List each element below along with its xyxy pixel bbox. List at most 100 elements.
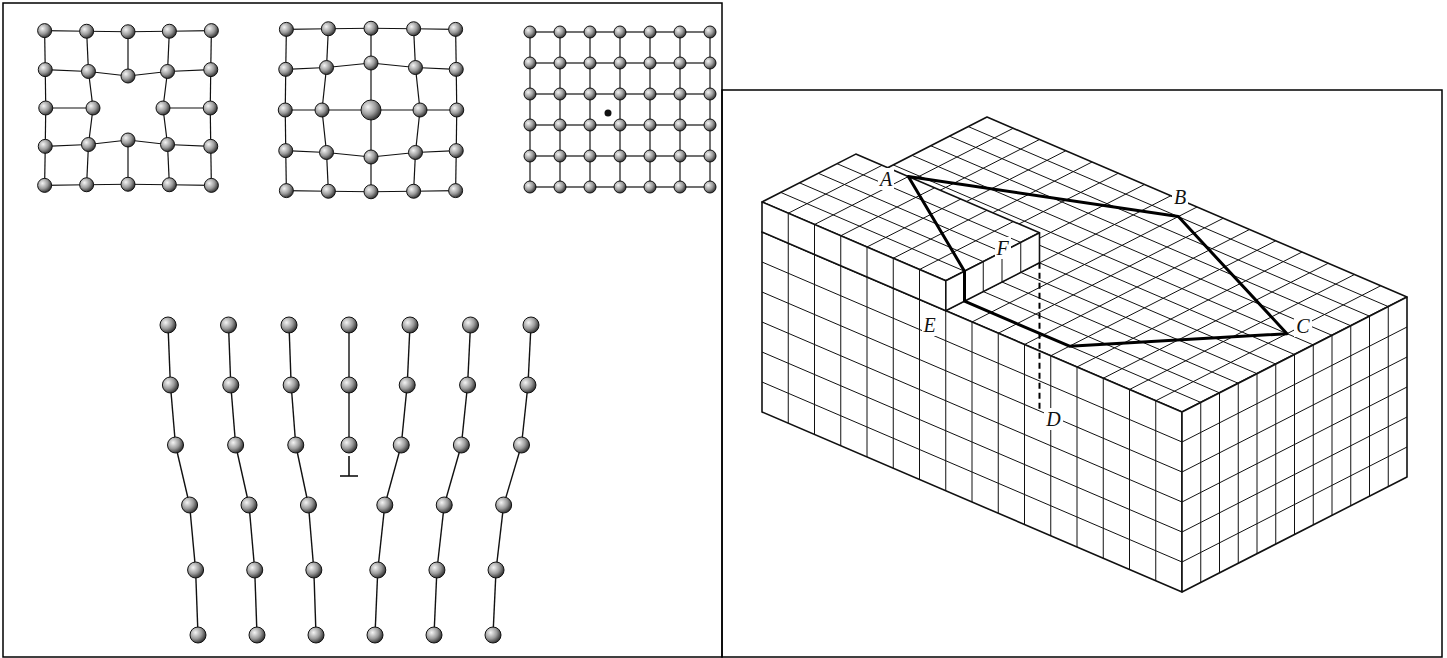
- bond-line: [190, 505, 196, 570]
- atom: [554, 150, 566, 162]
- atom: [121, 133, 135, 147]
- bond-line: [296, 445, 309, 505]
- atom: [584, 57, 596, 69]
- atom: [453, 437, 469, 453]
- step-face: [946, 233, 1040, 311]
- interstitial-atom: [605, 110, 612, 117]
- point-label: C: [1294, 315, 1311, 337]
- grid-line: [840, 236, 841, 266]
- atom: [161, 64, 175, 78]
- grid-line: [788, 213, 789, 243]
- atom: [644, 88, 656, 100]
- atom: [279, 62, 293, 76]
- atom: [449, 184, 463, 198]
- atom: [496, 497, 512, 513]
- atom: [320, 145, 334, 159]
- atom: [524, 119, 536, 131]
- atom: [584, 181, 596, 193]
- screw-dislocation-block: [762, 117, 1407, 592]
- atom: [315, 103, 329, 117]
- atom: [644, 150, 656, 162]
- atom: [644, 57, 656, 69]
- grid-line: [983, 262, 984, 292]
- atom: [524, 88, 536, 100]
- atom: [279, 184, 293, 198]
- grid-line: [893, 210, 987, 258]
- bond-line: [168, 325, 170, 385]
- bond-line: [407, 325, 410, 385]
- atom: [704, 57, 716, 69]
- atom: [190, 627, 206, 643]
- grid-line: [893, 258, 894, 288]
- atom: [399, 377, 415, 393]
- atom: [614, 88, 626, 100]
- bond-line: [249, 505, 255, 570]
- atom: [584, 119, 596, 131]
- point-label: A: [878, 168, 894, 190]
- bond-line: [504, 445, 522, 505]
- atom: [644, 181, 656, 193]
- atom: [429, 562, 445, 578]
- atom: [704, 26, 716, 38]
- atom: [162, 24, 176, 38]
- atom: [81, 64, 95, 78]
- atom: [449, 62, 463, 76]
- atom: [614, 181, 626, 193]
- atom: [341, 377, 357, 393]
- atom: [39, 101, 53, 115]
- atom: [488, 562, 504, 578]
- atom: [426, 627, 442, 643]
- bond-line: [308, 505, 313, 570]
- atom: [674, 88, 686, 100]
- panel-frame: [722, 90, 1442, 657]
- atom: [524, 26, 536, 38]
- bond-line: [229, 325, 231, 385]
- bond-line: [401, 385, 407, 445]
- atom: [121, 25, 135, 39]
- atom: [203, 101, 217, 115]
- atom: [156, 101, 170, 115]
- bond-line: [437, 505, 444, 570]
- atom: [514, 437, 530, 453]
- atom: [614, 26, 626, 38]
- atom: [121, 69, 135, 83]
- atom: [162, 377, 178, 393]
- atom: [86, 101, 100, 115]
- dislocation-line: [1039, 263, 1041, 413]
- atom: [223, 377, 239, 393]
- atom: [249, 627, 265, 643]
- atom: [279, 22, 293, 36]
- atom: [81, 138, 95, 152]
- atom: [704, 88, 716, 100]
- lattice-group: [38, 21, 716, 643]
- bond-line: [468, 325, 471, 385]
- bond-line: [176, 445, 190, 505]
- atom: [393, 437, 409, 453]
- atom: [241, 497, 257, 513]
- atom: [402, 317, 418, 333]
- atom: [161, 138, 175, 152]
- bond-line: [493, 570, 496, 635]
- atom: [278, 103, 292, 117]
- atom: [168, 437, 184, 453]
- atom: [520, 377, 536, 393]
- atom: [407, 184, 421, 198]
- atom: [644, 119, 656, 131]
- bond-line: [348, 325, 349, 385]
- atom: [204, 63, 218, 77]
- bond-line: [375, 570, 378, 635]
- bond-line: [378, 505, 385, 570]
- atom: [341, 317, 357, 333]
- bond-line: [314, 570, 316, 635]
- bond-line: [528, 325, 531, 385]
- atom: [279, 144, 293, 158]
- bond-line: [496, 505, 504, 570]
- bond-line: [434, 570, 437, 635]
- atom: [370, 562, 386, 578]
- grid-line: [814, 225, 815, 255]
- point-label: E: [922, 314, 938, 336]
- atom: [38, 139, 52, 153]
- atom: [221, 317, 237, 333]
- atom: [320, 61, 334, 75]
- grid-line: [1182, 387, 1407, 502]
